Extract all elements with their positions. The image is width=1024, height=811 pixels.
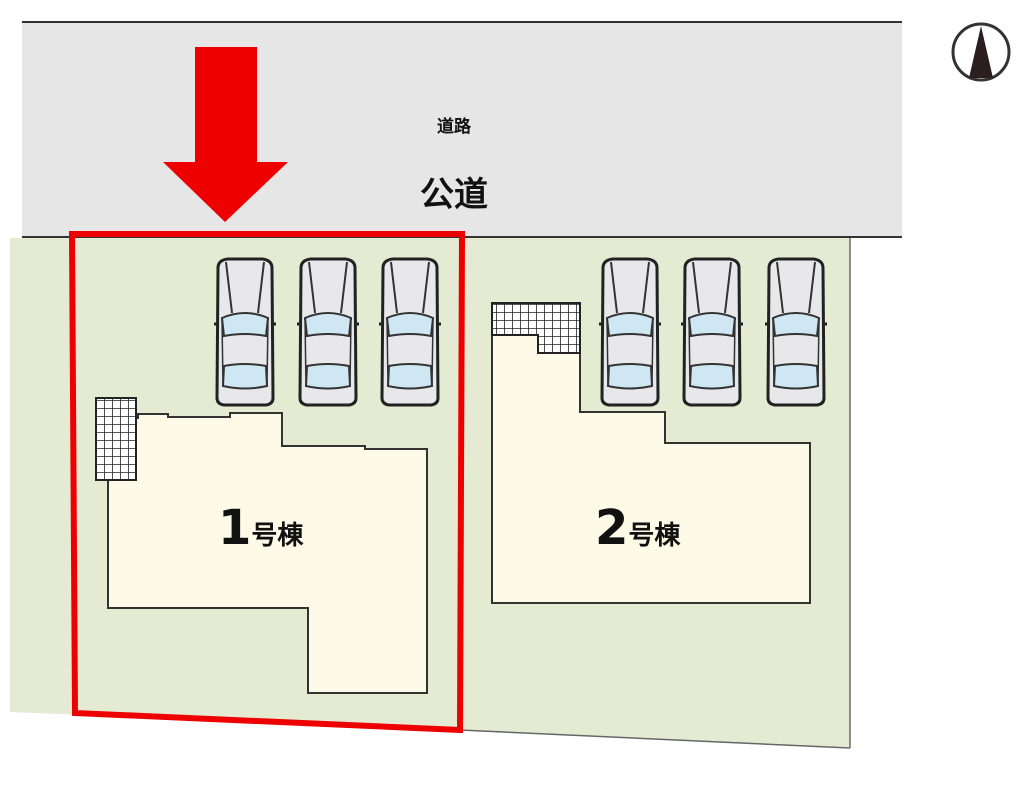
north-arrow-icon [951, 22, 1011, 82]
car-icon [212, 257, 278, 407]
road-label: 道路 [437, 117, 471, 137]
balcony-grid [95, 397, 137, 481]
car-icon [597, 257, 663, 407]
car-icon [763, 257, 829, 407]
public-road-label: 公道 [420, 175, 488, 215]
car-icon [295, 257, 361, 407]
road [22, 22, 902, 237]
building-2-label: 2号棟 [595, 500, 680, 556]
building-suffix: 号棟 [628, 521, 681, 551]
building-suffix: 号棟 [251, 521, 304, 551]
building-2-footprint [491, 302, 811, 604]
building-1-label: 1号棟 [218, 500, 303, 556]
parking-1 [212, 257, 443, 407]
lot-1-highlight [68, 231, 466, 734]
building-1-footprint [95, 397, 428, 694]
building-number: 1 [218, 500, 252, 556]
car-icon [679, 257, 745, 407]
building-number: 2 [595, 500, 629, 556]
parking-2 [597, 257, 829, 407]
balcony-grid [491, 302, 581, 354]
car-icon [377, 257, 443, 407]
red-arrow-icon [163, 47, 288, 222]
